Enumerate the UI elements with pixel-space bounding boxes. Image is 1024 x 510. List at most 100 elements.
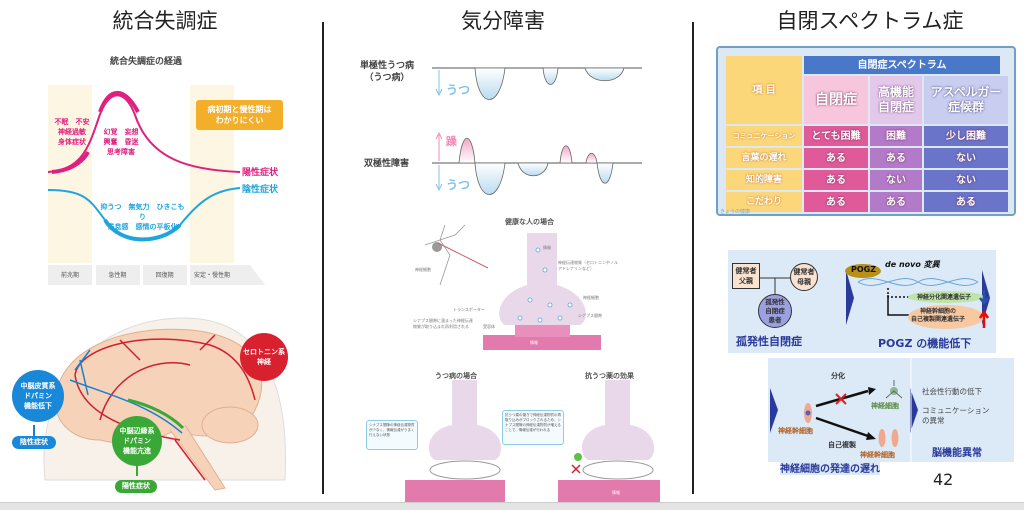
label: セロトニン系 [243,348,285,356]
label: 孤発性 [765,297,785,306]
depression-label: うつ [446,83,471,97]
mother-circle: 健常者母親 [790,263,818,291]
neuron-label: 神経細胞 [871,402,899,410]
pogz-gene-label: POGZ [851,265,877,274]
unipolar-sublabel: （うつ病） [364,73,410,83]
table-cell: 少し困難 [924,126,1008,146]
acute-symptom: 思考障害 [107,148,135,156]
positive-symptom-pill: 陽性症状 [115,480,157,493]
table-cell: ある [924,192,1008,212]
table-cell: ある [870,192,922,212]
label: 健常者 [735,267,757,275]
development-illustration [770,358,918,462]
transmitter-label: 神経伝達物質（セロトニンやノルアドレナリンなど） [558,260,618,271]
table-cell: ない [924,170,1008,190]
mesocortical-circle: 中脳皮質系ドパミン機能低下 [12,370,64,422]
pogz-panel: 健常者父親 健常者母親 孤発性自閉症患者 孤発性自閉症 POGZ de novo… [728,250,996,353]
social-label: 社会性行動の低下 [922,387,982,396]
col-header: 自閉症 [804,76,868,124]
neuron-label-2: 神経細胞 [583,295,599,300]
asd-spectrum-table: 項 目 自閉症スペクトラム 自閉症 高機能 自閉症 アスペルガー 症候群 コミュ… [716,46,1016,216]
info-label: 情報 [612,490,620,495]
note-line: 病初期と慢性期は [207,105,272,114]
mania-label: 躁 [446,135,457,148]
phase-label: 前兆期 [60,272,79,279]
drug-note: 抗うつ薬の働きで神経伝達物質の再取り込みがブロックされるため、シナプス間隙の神経… [502,410,564,445]
label: 母親 [797,278,811,286]
bottom-bar [0,502,1024,510]
note-line: わかりにくい [215,116,264,125]
stem-cell-label: 神経幹細胞 [778,427,813,435]
phase-label: 急性期 [108,272,127,279]
table-cell: ある [870,148,922,168]
acute-symptom: 幻覚 妄想 [103,128,139,136]
heading-asd: 自閉スペクトラム症 [776,9,964,33]
pogz-loss-label: POGZ の機能低下 [878,337,972,350]
note-box: 病初期と慢性期は わかりにくい [196,100,283,130]
synapse-illustrations [405,224,660,502]
development-panel: 分化 神経細胞 神経幹細胞 自己複製 神経幹細胞 神経細胞の発達の遅れ 社会性行… [768,358,1014,475]
reuptake-label: シナプス間隙に溜まった神経伝達物質が取り込まれ再利用される [413,318,473,329]
differentiation-label: 分化 [831,372,845,380]
drug-title: 抗うつ薬の効果 [585,372,634,380]
course-title: 統合失調症の経過 [110,57,183,67]
table-cell: ある [804,170,868,190]
row-label: コミュニケーション [726,126,802,146]
row-label: 知的障害 [726,170,802,190]
item-header: 項 目 [726,56,802,124]
label: 健常者 [793,268,815,276]
brain-illustration [33,317,287,491]
mood-waves [432,67,642,195]
negative-symptom-pill: 陰性症状 [12,436,56,449]
watermark-logo: きょうの健康 [720,209,751,215]
table-cell: ある [804,192,868,212]
info-label-2: 情報 [530,340,538,345]
unipolar-label: 単極性うつ病 [359,61,414,71]
label: の異常 [922,416,945,425]
label: 父親 [739,277,753,285]
spectrum-header: 自閉症スペクトラム [804,56,1000,74]
father-box: 健常者父親 [732,263,760,289]
prodromal-symptom: 身体症状 [58,138,86,146]
heading-schizophrenia: 統合失調症 [112,9,218,33]
label: 患者 [768,315,782,324]
label: ドパミン [24,392,52,400]
prodromal-symptom: 不眠 不安 [54,118,90,126]
table-cell: ない [870,170,922,190]
prodromal-symptom: 神経過敏 [58,128,86,136]
cleft-label: シナプス間隙 [578,313,602,318]
pogz-illustration [758,264,990,329]
serotonin-circle: セロトニン系神経 [240,333,288,381]
healthy-title: 健康な人の場合 [505,218,554,226]
phase-label: 回復期 [155,272,174,279]
label: 中脳皮質系 [20,382,56,390]
delay-label: 神経細胞の発達の遅れ [780,460,880,475]
neuron-label: 神経細胞 [415,267,431,272]
label: 自閉症 [765,306,785,315]
table-cell: ない [924,148,1008,168]
positive-symptom-label: 陽性症状 [242,168,279,178]
transporter-label: トランスポーター [453,307,485,312]
heading-mood-disorder: 気分障害 [461,9,545,33]
acute-symptom: 興奮 昏迷 [103,138,139,146]
info-label: 情報 [543,245,551,250]
phase-label: 安定・慢性期 [193,272,230,279]
table-cell: 困難 [870,126,922,146]
depression-label: うつ [446,178,471,192]
label: 神経 [257,358,271,366]
negative-symptom-label: 陰性症状 [242,185,279,195]
column-divider [322,22,324,494]
receptor-label: 受容体 [483,324,495,329]
diff-gene-label: 神経分化関連遺伝子 [917,294,972,301]
negative-symptom: 抑うつ 無気力 ひきこもり [100,203,185,221]
label: 自己複製関連遺伝子 [911,316,966,323]
table-cell: ある [804,148,868,168]
col-header: アスペルガー 症候群 [924,76,1008,124]
col-header: 高機能 自閉症 [870,76,922,124]
row-label: こだわり [726,192,802,212]
depressed-note: シナプス間隙の神経伝達物質が少なく、情報伝達がうまく行えない状態 [366,420,418,450]
page-number: 42 [933,470,954,489]
mesolimbic-circle: 中脳辺縁系ドパミン機能亢進 [112,416,162,466]
row-label: 言葉の遅れ [726,148,802,168]
label: ドパミン [123,437,151,445]
